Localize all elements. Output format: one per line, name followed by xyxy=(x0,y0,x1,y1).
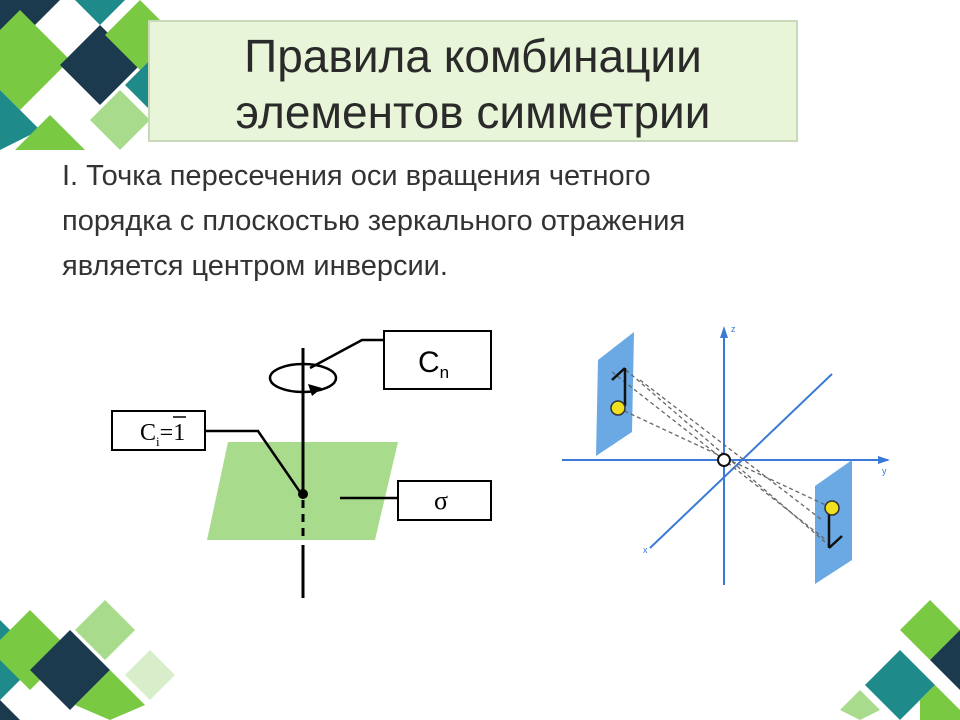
cn-subscript: n xyxy=(440,363,449,382)
z-axis-arrow xyxy=(720,326,728,338)
lower-mirror-panel xyxy=(815,460,852,584)
ci-leader-line xyxy=(205,429,302,493)
x-axis-label: x xyxy=(643,545,648,555)
upper-yellow-point xyxy=(610,400,626,416)
inversion-center-diagram: z y x xyxy=(562,324,890,585)
symmetry-axis-plane-diagram: Cn Ci=1 σ xyxy=(111,330,492,598)
ci-label-box xyxy=(111,410,206,451)
sigma-label: σ xyxy=(434,486,448,515)
lower-figure-flag xyxy=(828,535,843,549)
rotation-arrowhead xyxy=(308,384,322,396)
rule-text: I. Точка пересечения оси вращения четног… xyxy=(62,154,822,289)
ci-label: Ci=1 xyxy=(140,420,185,449)
rule-line-2: порядка с плоскостью зеркального отражен… xyxy=(62,205,686,237)
y-axis-arrow xyxy=(878,456,890,464)
title-line-1: Правила комбинации xyxy=(244,30,702,82)
cn-leader-line xyxy=(309,338,384,370)
lower-yellow-point xyxy=(824,500,840,516)
x-axis xyxy=(649,373,833,549)
slide-title: Правила комбинации элементов симметрии xyxy=(150,28,796,140)
ci-subscript: i xyxy=(156,434,160,449)
sigma-label-box xyxy=(397,480,492,521)
bottom-left-decoration xyxy=(0,600,175,720)
upper-mirror-panel xyxy=(596,332,634,456)
z-axis-label: z xyxy=(731,324,736,334)
rotation-ellipse xyxy=(268,362,338,394)
upper-figure-flag xyxy=(611,367,626,381)
rule-line-3: является центром инверсии. xyxy=(62,250,448,282)
title-box: Правила комбинации элементов симметрии xyxy=(148,20,798,142)
cn-label: Cn xyxy=(418,346,449,382)
title-line-2: элементов симметрии xyxy=(235,86,711,138)
cn-label-box xyxy=(383,330,492,390)
rule-line-1: I. Точка пересечения оси вращения четног… xyxy=(62,160,651,192)
ci-equals: = xyxy=(160,420,174,446)
y-axis-label: y xyxy=(882,466,887,476)
ci-bar-one: 1 xyxy=(173,420,185,446)
inversion-center-point xyxy=(717,453,731,467)
bottom-right-decoration xyxy=(840,600,960,720)
